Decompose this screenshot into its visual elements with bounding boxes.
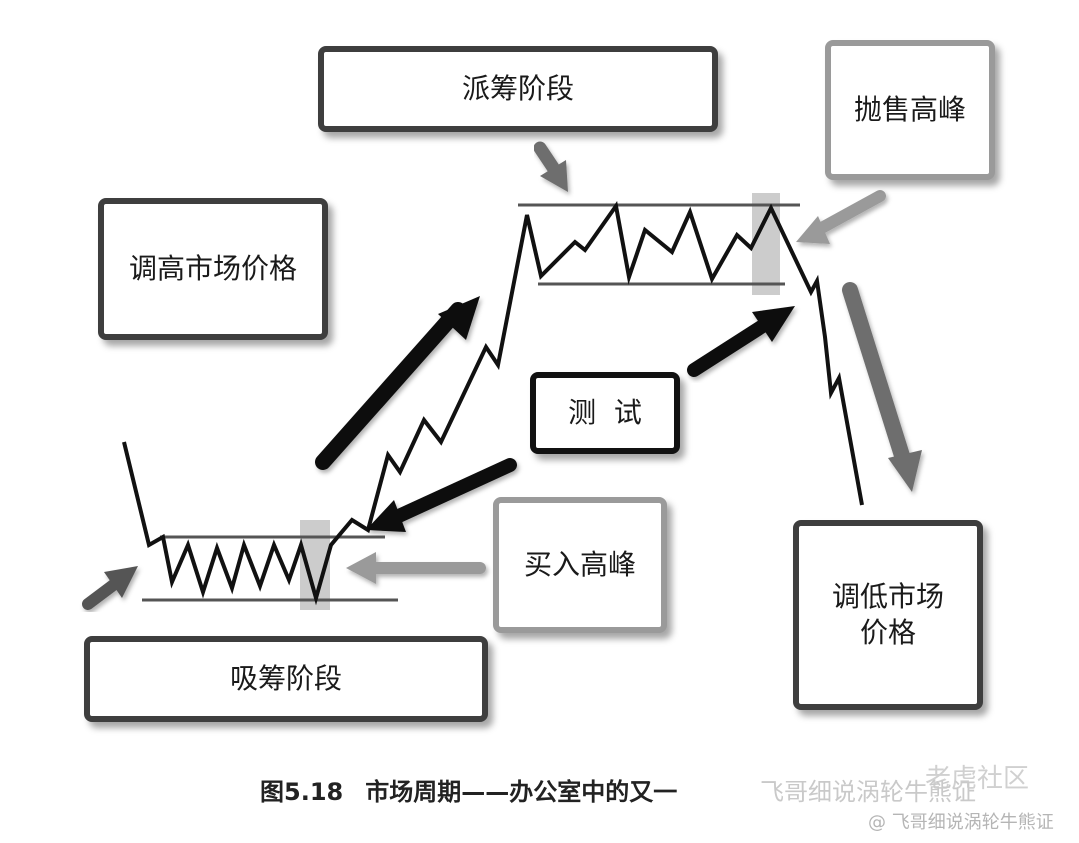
accumulation-phase-label: 吸筹阶段	[229, 661, 342, 695]
watermark-author: 飞哥细说涡轮牛熊证	[760, 778, 976, 806]
test-arrow-left	[366, 458, 517, 532]
markdown-box: 调低市场 价格	[793, 520, 983, 710]
figure-number: 图5.18	[260, 778, 344, 806]
test-arrow-right	[687, 306, 795, 377]
accumulation-phase-box: 吸筹阶段	[84, 636, 488, 722]
distribution-pointer-arrow	[533, 141, 568, 192]
sell-peak-box: 抛售高峰	[825, 40, 995, 180]
distribution-phase-box: 派筹阶段	[318, 46, 718, 132]
buy-peak-pointer-arrow	[346, 552, 486, 584]
markup-box: 调高市场价格	[98, 198, 328, 340]
markdown-label: 调低市场 价格	[831, 579, 944, 649]
buy-peak-label: 买入高峰	[523, 547, 636, 581]
watermark-handle: @ 飞哥细说涡轮牛熊证	[868, 812, 1054, 833]
sell-peak-pointer-arrow	[796, 190, 886, 244]
accumulation-pointer-arrow	[82, 566, 138, 610]
figure-title: 市场周期——办公室中的又一	[365, 778, 678, 806]
price-line	[122, 200, 864, 606]
figure-caption: 图5.18 市场周期——办公室中的又一	[260, 772, 677, 807]
markup-label: 调高市场价格	[128, 251, 297, 285]
markup-arrow	[315, 296, 480, 470]
test-box: 测 试	[530, 372, 680, 454]
watermark-site: 老虎社区	[925, 764, 1030, 794]
markdown-arrow	[842, 282, 922, 492]
sell-peak-highlight	[752, 193, 780, 295]
sell-peak-label: 抛售高峰	[853, 92, 966, 126]
test-label: 测 试	[568, 395, 642, 429]
buy-peak-box: 买入高峰	[493, 497, 667, 633]
distribution-phase-label: 派筹阶段	[461, 71, 574, 105]
